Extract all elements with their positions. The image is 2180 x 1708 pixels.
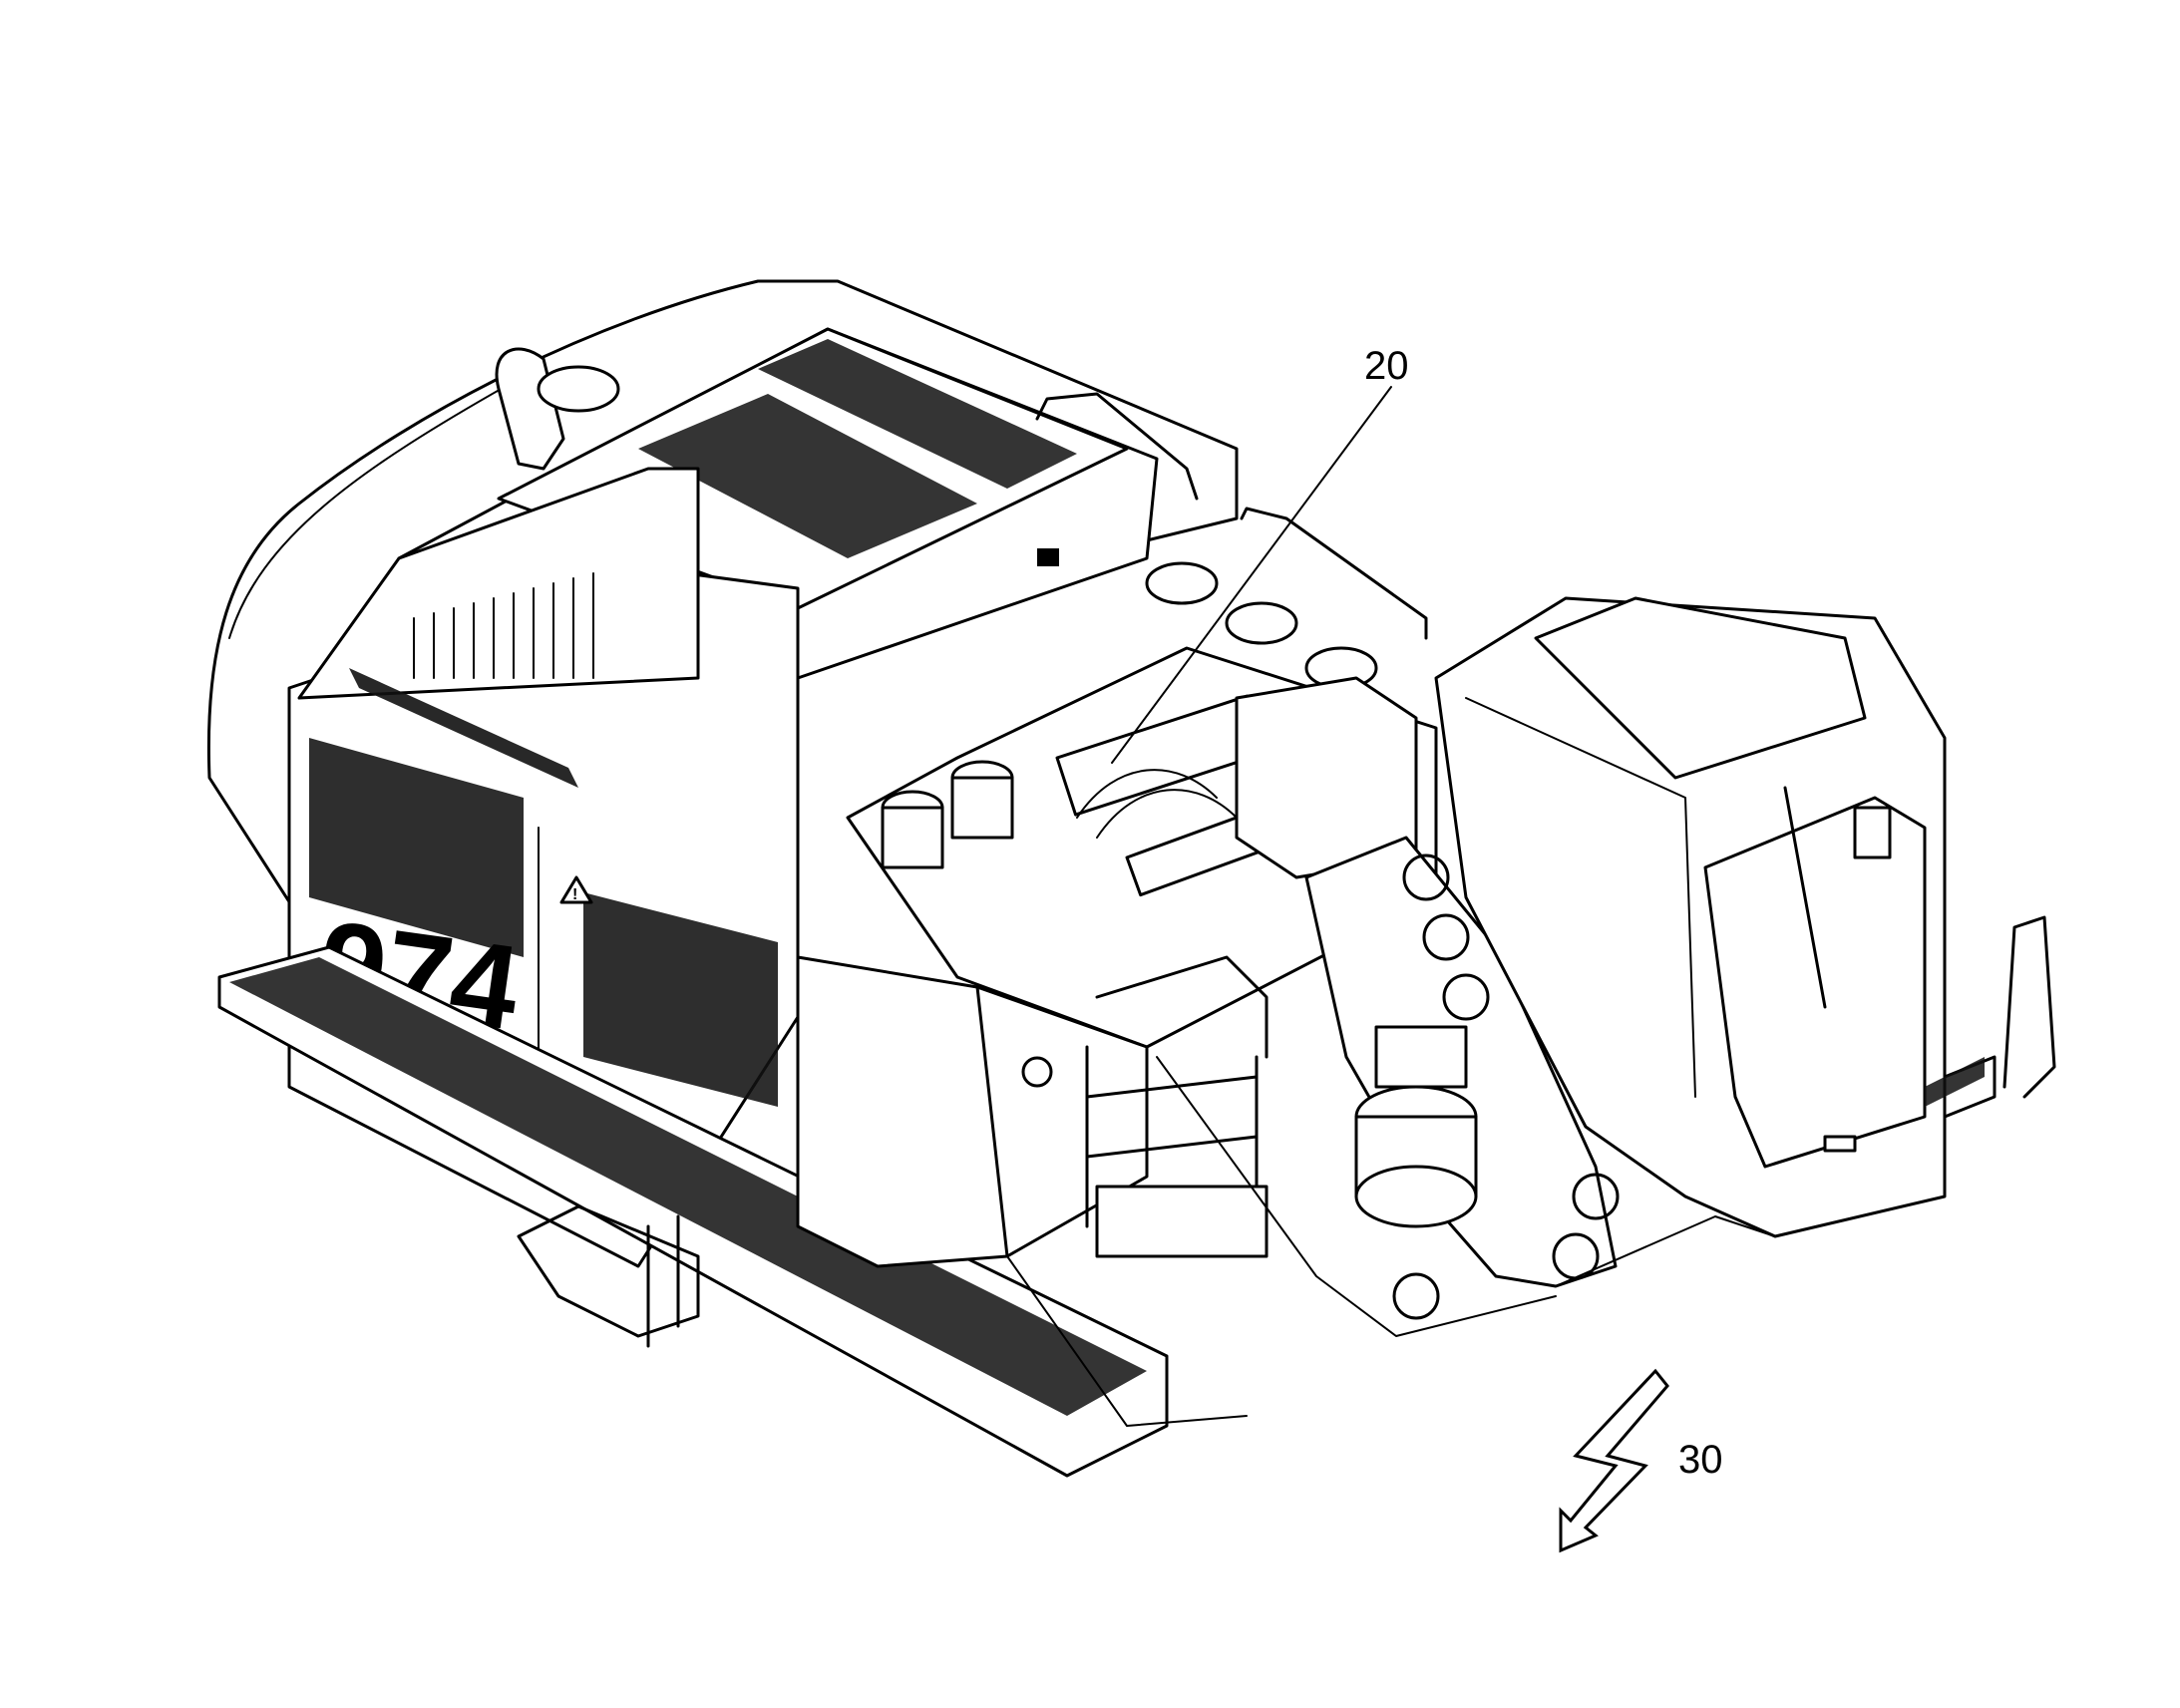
warning-triangle-icon: ! (559, 875, 593, 904)
upper-slot-vent (349, 668, 578, 788)
walkway-grating (229, 957, 1147, 1416)
deck-lines (1006, 1056, 1776, 1427)
top-handrail (1035, 392, 1428, 640)
callout-30: 30 (1559, 1368, 1723, 1553)
svg-text:!: ! (572, 886, 577, 903)
callout-20-leader (1111, 386, 1392, 764)
hood-latch (1037, 548, 1059, 566)
hood-vent-2 (758, 339, 1077, 489)
swing-motor (1354, 1025, 1478, 1228)
right-walkway (1925, 915, 2056, 1119)
exhaust-stack (495, 347, 620, 471)
operator-cab (1434, 596, 1947, 1238)
side-panel (287, 467, 800, 1268)
filter-canisters (881, 760, 1014, 869)
callout-20-label: 20 (1364, 344, 1409, 388)
lightning-bolt-icon (1559, 1368, 1669, 1553)
left-walkway (217, 945, 1169, 1478)
access-step (517, 1204, 700, 1348)
hood-vent-1 (638, 394, 977, 558)
rear-ladder (1085, 955, 1269, 1258)
callout-20: 20 (1111, 344, 1409, 764)
callout-30-label: 30 (1678, 1438, 1723, 1482)
tank-caps (1145, 561, 1378, 690)
engine-grille-right (583, 892, 778, 1107)
side-louvres (413, 572, 594, 679)
hydraulic-compartment (846, 561, 1438, 1049)
cab-front-window (1703, 796, 1927, 1169)
right-walkway-grating (1925, 1057, 1985, 1107)
engine-grille-left (309, 738, 524, 957)
